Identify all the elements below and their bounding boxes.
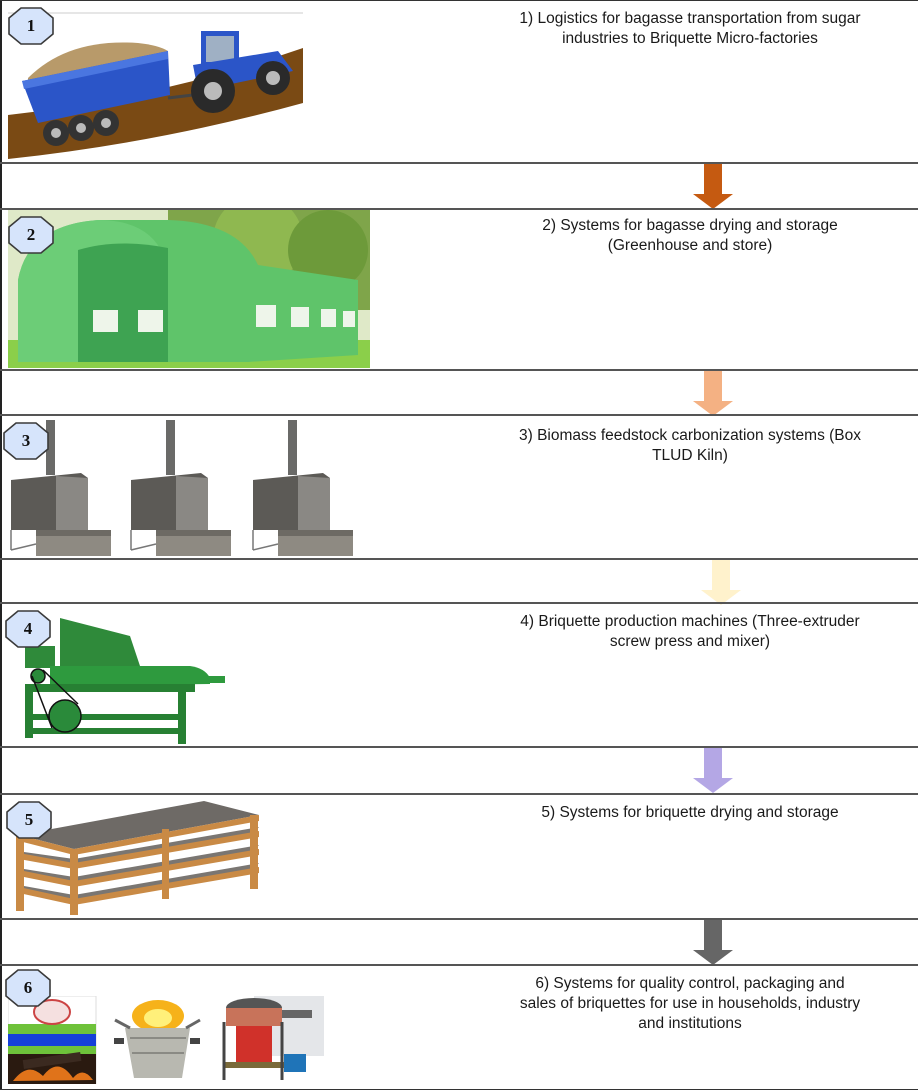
step-badge: 4 xyxy=(5,610,51,648)
step-badge: 3 xyxy=(3,422,49,460)
step-badge: 6 xyxy=(5,969,51,1007)
connector-4-5 xyxy=(0,746,918,793)
down-arrow-icon xyxy=(701,560,741,605)
step-label: 6) Systems for quality control, packagin… xyxy=(470,974,910,1034)
step-label: 5) Systems for briquette drying and stor… xyxy=(470,803,910,823)
step-label-line: 2) Systems for bagasse drying and storag… xyxy=(542,217,838,234)
down-arrow-icon xyxy=(693,371,733,416)
step-label-line: and institutions xyxy=(638,1015,742,1032)
step-label-line: 4) Briquette production machines (Three-… xyxy=(520,613,860,630)
step-label-line: 6) Systems for quality control, packagin… xyxy=(535,975,845,992)
connector-5-6 xyxy=(0,918,918,965)
step-badge: 1 xyxy=(8,7,54,45)
step-number: 6 xyxy=(23,978,33,997)
step-4: 4 4) Briquette production machines (Thre… xyxy=(0,602,918,746)
step-label-line: industries to Briquette Micro-factories xyxy=(562,30,818,47)
step-label-line: TLUD Kiln) xyxy=(652,447,728,464)
step-label: 4) Briquette production machines (Three-… xyxy=(470,612,910,652)
step-3: 3 3) Biomass feedstock carbonization sys… xyxy=(0,414,918,558)
step-number: 4 xyxy=(23,619,33,638)
step-label-line: 1) Logistics for bagasse transportation … xyxy=(519,10,861,27)
step-6: 6 6) Systems for quality control, packag… xyxy=(0,964,918,1090)
step-badge: 5 xyxy=(6,801,52,839)
gasifier-stove-icon xyxy=(222,996,324,1080)
step-label-line: screw press and mixer) xyxy=(609,633,771,650)
step-badge: 2 xyxy=(8,216,54,254)
step-number: 5 xyxy=(24,810,34,829)
greenhouse-icon xyxy=(8,210,370,368)
step-label-line: 3) Biomass feedstock carbonization syste… xyxy=(519,427,861,444)
step-label-line: 5) Systems for briquette drying and stor… xyxy=(541,804,839,821)
connector-2-3 xyxy=(0,369,918,416)
step-1: 1 1) Logistics for bagasse transportatio… xyxy=(0,0,918,162)
connector-3-4 xyxy=(0,558,918,605)
down-arrow-icon xyxy=(693,164,733,209)
step-2: 2 2) Systems for bagasse drying and stor… xyxy=(0,208,918,369)
screw-press-icon xyxy=(25,618,225,744)
step-5: 5 5) Systems for briquette drying and st… xyxy=(0,793,918,918)
step-label: 1) Logistics for bagasse transportation … xyxy=(470,9,910,49)
down-arrow-icon xyxy=(693,920,733,965)
step-label: 3) Biomass feedstock carbonization syste… xyxy=(470,426,910,466)
step-number: 3 xyxy=(21,431,31,450)
step-number: 2 xyxy=(26,225,36,244)
step-number: 1 xyxy=(26,16,36,35)
drying-racks-icon xyxy=(16,801,259,915)
connector-1-2 xyxy=(0,162,918,209)
down-arrow-icon xyxy=(693,748,733,793)
briquette-package-icon xyxy=(8,996,97,1084)
tractor-trailer-icon xyxy=(8,12,303,159)
step-label-line: (Greenhouse and store) xyxy=(607,237,773,254)
tlud-kilns-icon xyxy=(10,419,354,556)
briquette-stove-icon xyxy=(114,1000,201,1078)
step-label: 2) Systems for bagasse drying and storag… xyxy=(470,216,910,256)
step-label-line: sales of briquettes for use in household… xyxy=(519,995,861,1012)
